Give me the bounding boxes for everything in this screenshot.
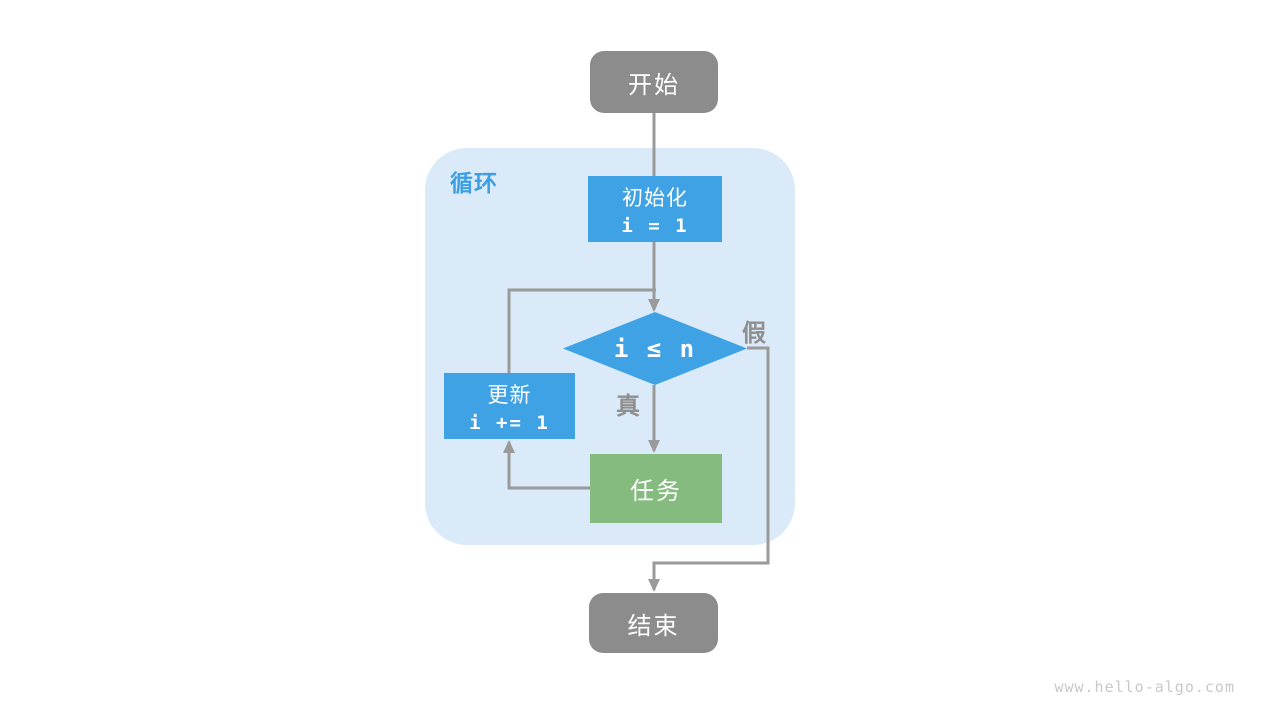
node-start-label: 开始: [628, 71, 680, 99]
edge-update-to-main: [507, 288, 656, 373]
node-start: 开始: [590, 51, 718, 113]
branch-label-false: 假: [742, 320, 766, 347]
node-condition-label: i ≤ n: [613, 334, 697, 363]
node-update-code: i += 1: [469, 411, 550, 434]
branch-label-true: 真: [616, 393, 640, 420]
node-initialize: 初始化 i = 1: [588, 176, 722, 242]
node-task-label: 任务: [630, 478, 682, 505]
node-initialize-code: i = 1: [621, 214, 689, 237]
node-update-title: 更新: [487, 383, 532, 407]
node-initialize-title: 初始化: [622, 186, 688, 210]
node-end-label: 结束: [627, 612, 680, 640]
loop-label: 循环: [450, 170, 498, 196]
watermark-url: www.hello-algo.com: [1054, 678, 1235, 696]
edge-task-to-update: [503, 440, 590, 490]
node-end: 结束: [589, 593, 718, 653]
node-update: 更新 i += 1: [444, 373, 575, 439]
edge-cond-false-to-end: [648, 346, 770, 592]
node-task: 任务: [590, 454, 722, 523]
